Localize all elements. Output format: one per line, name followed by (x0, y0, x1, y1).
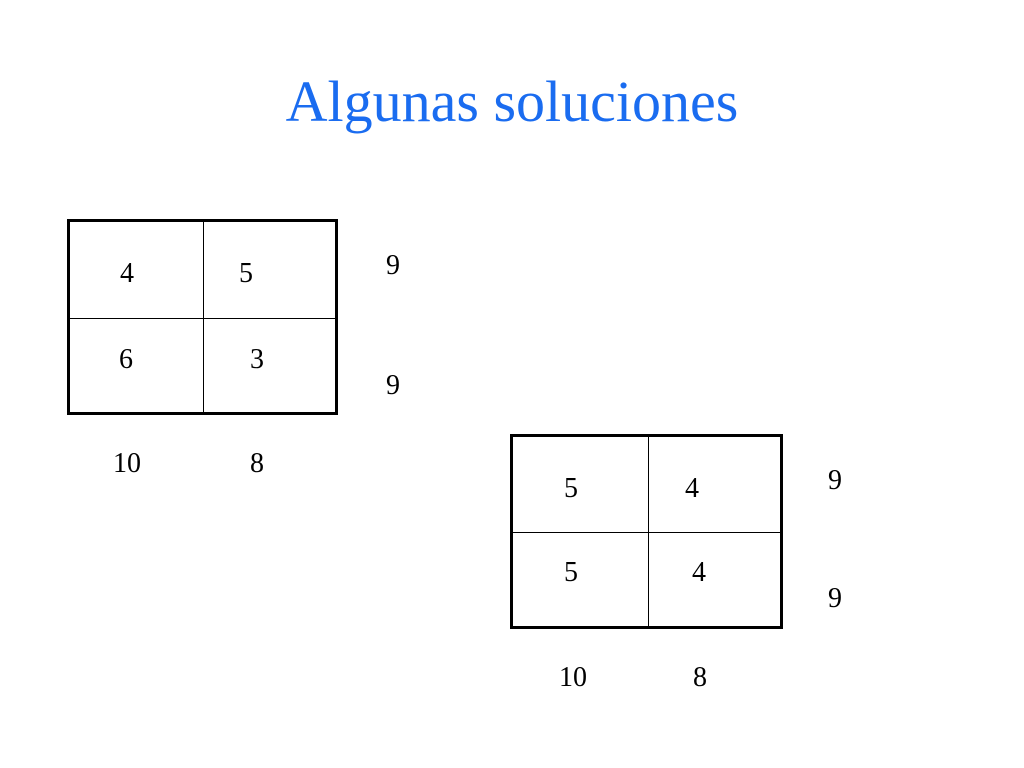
solution-2-col-sum-1: 10 (559, 662, 587, 693)
solution-2-cell-r2c1: 5 (564, 557, 578, 588)
solution-2-cell-r1c1: 5 (564, 473, 578, 504)
grid-divider-horizontal (513, 532, 780, 533)
solution-1-cell-r1c2: 5 (239, 258, 253, 289)
solution-1-cell-r2c1: 6 (119, 344, 133, 375)
solution-2-row-sum-2: 9 (828, 583, 842, 614)
grid-divider-vertical (648, 437, 649, 626)
solution-1-col-sum-1: 10 (113, 448, 141, 479)
solution-1-row-sum-2: 9 (386, 370, 400, 401)
solution-2-grid (510, 434, 783, 629)
solution-1-cell-r1c1: 4 (120, 258, 134, 289)
solution-2-col-sum-2: 8 (693, 662, 707, 693)
solution-2-row-sum-1: 9 (828, 465, 842, 496)
grid-divider-horizontal (70, 318, 335, 319)
solution-2-cell-r1c2: 4 (685, 473, 699, 504)
solution-1-col-sum-2: 8 (250, 448, 264, 479)
grid-divider-vertical (203, 222, 204, 412)
solution-2-cell-r2c2: 4 (692, 557, 706, 588)
solution-1-grid (67, 219, 338, 415)
page-title: Algunas soluciones (285, 69, 739, 134)
solution-1-row-sum-1: 9 (386, 250, 400, 281)
solution-1-cell-r2c2: 3 (250, 344, 264, 375)
